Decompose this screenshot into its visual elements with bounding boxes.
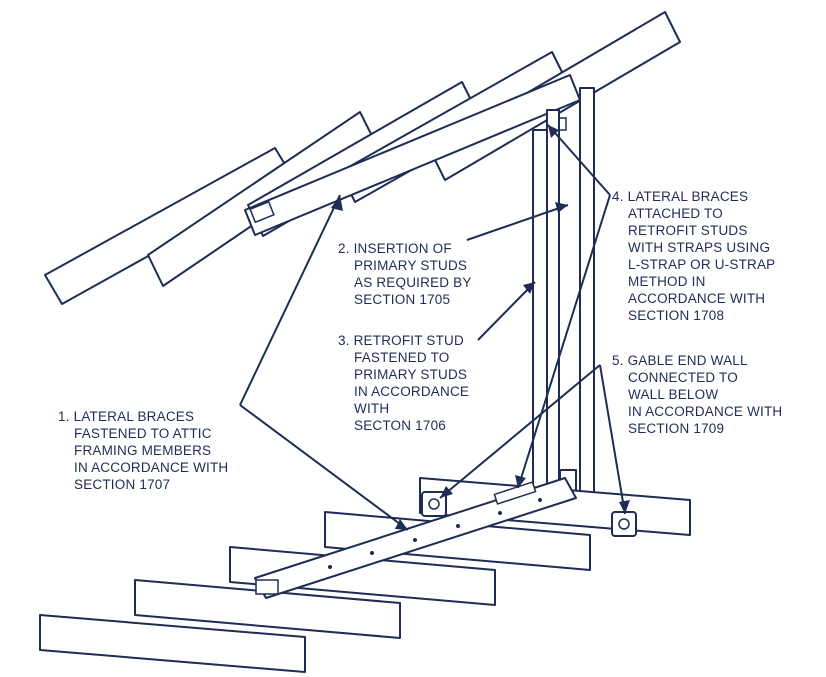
arrowhead: [440, 486, 453, 498]
leader-2: [466, 204, 569, 241]
callout-line: SECTION 1709: [628, 421, 725, 436]
callout-line: L-STRAP OR U-STRAP: [628, 257, 776, 272]
brace-end-block: [255, 579, 279, 595]
strap: [493, 481, 537, 505]
callout-line: SECTON 1706: [354, 418, 446, 433]
leader-4b: [517, 194, 611, 489]
callout-line: WALL BELOW: [628, 387, 719, 402]
callout-line: 3. RETROFIT STUD: [338, 333, 464, 348]
callout-line: 1. LATERAL BRACES: [58, 409, 195, 424]
callout-line: CONNECTED TO: [628, 370, 738, 385]
leader-1b: [239, 404, 409, 531]
callout-line: WITH: [354, 401, 390, 416]
arrowhead: [548, 125, 559, 138]
callout-line: PRIMARY STUDS: [354, 258, 468, 273]
joist: [229, 546, 496, 606]
retrofit-stud: [546, 109, 560, 501]
brace-end-block: [249, 200, 275, 224]
leader-5b: [599, 364, 626, 515]
callout-lateral-braces-straps: 4. LATERAL BRACES ATTACHED TO RETROFIT S…: [612, 188, 775, 324]
callout-line: SECTION 1705: [354, 292, 451, 307]
arrowhead: [515, 475, 526, 488]
nail: [456, 524, 460, 528]
callout-line: WITH STRAPS USING: [628, 240, 771, 255]
callout-line: 4. LATERAL BRACES: [612, 189, 749, 204]
joist: [134, 579, 401, 639]
leader-3: [477, 281, 536, 341]
callout-line: IN ACCORDANCE WITH: [74, 460, 229, 475]
bottom-lateral-brace: [254, 477, 577, 599]
callout-line: ATTACHED TO: [628, 206, 723, 221]
arrowhead: [619, 500, 630, 514]
leader-5a: [439, 364, 601, 499]
joist: [324, 511, 591, 571]
connector-hole: [428, 498, 440, 510]
callout-line: IN ACCORDANCE: [354, 384, 470, 399]
leaders: [239, 124, 630, 531]
callout-retrofit-stud: 3. RETROFIT STUD FASTENED TO PRIMARY STU…: [338, 332, 469, 434]
arrowhead: [395, 519, 408, 530]
arrowhead: [331, 195, 343, 211]
nail: [538, 498, 542, 502]
callout-line: RETROFIT STUDS: [628, 223, 748, 238]
studs: [532, 87, 595, 511]
nail: [498, 511, 502, 515]
callout-line: PRIMARY STUDS: [354, 367, 468, 382]
nail: [328, 565, 332, 569]
nail: [370, 551, 374, 555]
connector-hole: [618, 518, 630, 530]
primary-stud: [532, 129, 548, 501]
arrowhead: [523, 282, 535, 294]
callout-line: FASTENED TO ATTIC: [74, 426, 212, 441]
callout-line: FRAMING MEMBERS: [74, 443, 212, 458]
callout-lateral-braces-attic: 1. LATERAL BRACES FASTENED TO ATTIC FRAM…: [58, 408, 228, 493]
joist: [39, 614, 306, 673]
callout-gable-end-wall: 5. GABLE END WALL CONNECTED TO WALL BELO…: [612, 352, 782, 437]
arrowhead: [555, 202, 568, 213]
callout-insertion-primary-studs: 2. INSERTION OF PRIMARY STUDS AS REQUIRE…: [338, 240, 472, 308]
end-stud: [579, 87, 595, 504]
callout-line: SECTION 1707: [74, 477, 171, 492]
callout-line: ACCORDANCE WITH: [628, 291, 766, 306]
callout-line: METHOD IN: [628, 274, 706, 289]
callout-line: SECTION 1708: [628, 308, 725, 323]
callout-line: IN ACCORDANCE WITH: [628, 404, 783, 419]
ceiling-joists: [39, 477, 691, 673]
callout-line: 5. GABLE END WALL: [612, 353, 748, 368]
nail: [413, 538, 417, 542]
leader-4a: [547, 124, 611, 196]
callout-line: AS REQUIRED BY: [354, 275, 472, 290]
callout-line: 2. INSERTION OF: [338, 241, 452, 256]
leader-1a: [239, 194, 341, 406]
rafters: [44, 11, 681, 305]
callout-line: FASTENED TO: [354, 350, 450, 365]
